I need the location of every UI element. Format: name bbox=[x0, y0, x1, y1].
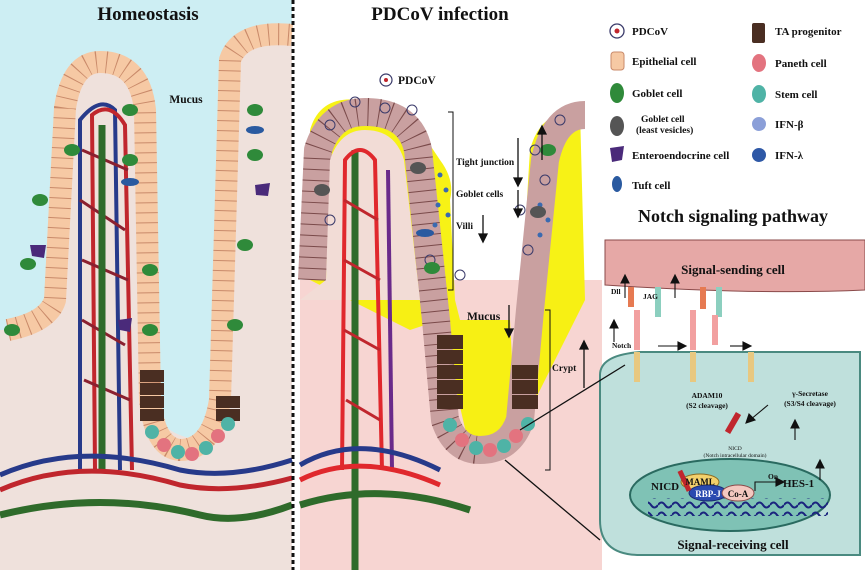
crypt-middle bbox=[437, 335, 538, 457]
adam10-sub-label: (S2 cleavage) bbox=[686, 401, 728, 410]
legend-enteroendocrine-cell-icon bbox=[610, 146, 624, 162]
legend-epithelial-cell-icon bbox=[610, 51, 625, 71]
legend-stem-cell-icon bbox=[752, 85, 766, 103]
mucus-label-left: Mucus bbox=[169, 94, 203, 106]
epithelial-cell-borders bbox=[5, 23, 294, 462]
legend-paneth-cell-icon bbox=[752, 54, 766, 72]
change-arrows bbox=[477, 124, 590, 388]
legend-ifn-beta-icon bbox=[752, 117, 766, 131]
legend-label-pdcov: PDCoV bbox=[632, 26, 668, 38]
infection-title: PDCoV infection bbox=[371, 4, 509, 25]
legend-pdcov-icon bbox=[609, 23, 625, 39]
gamma-secretase-sub-label: (S3/S4 cleavage) bbox=[784, 399, 836, 408]
legend-label-goblet-least: Goblet cell bbox=[641, 115, 685, 125]
enteroendocrine-cells-left bbox=[30, 183, 270, 332]
notch-label: Notch bbox=[612, 341, 632, 350]
nicd-nucleus-label: NICD bbox=[651, 481, 679, 493]
legend-label-ifn-lambda: IFN-λ bbox=[775, 150, 804, 162]
coa-label: Co-A bbox=[728, 489, 749, 499]
nicd-label: NICD bbox=[728, 446, 741, 452]
goblet-cells-label: Goblet cells bbox=[456, 190, 504, 200]
nicd-fragment bbox=[724, 411, 742, 435]
legend: PDCoV Epithelial cell Goblet cell Goblet… bbox=[609, 23, 842, 192]
pdcov-virus-icon bbox=[379, 73, 393, 87]
transcription-complex bbox=[677, 469, 755, 502]
legend-label-goblet-least-sub: (least vesicles) bbox=[636, 125, 693, 136]
on-label: On bbox=[768, 472, 779, 481]
villus-vessels-left bbox=[0, 102, 294, 522]
maml-label: MAML bbox=[685, 477, 715, 487]
legend-goblet-least-vesicles-icon bbox=[610, 116, 624, 136]
homeostasis-panel: Homeostasis Mucus bbox=[0, 0, 294, 570]
mucus-label-middle: Mucus bbox=[467, 311, 501, 323]
notch-pathway: Notch signaling pathway Signal-sending c… bbox=[504, 206, 865, 556]
ifn-dots-middle bbox=[432, 172, 551, 238]
notch-ligands bbox=[628, 287, 722, 317]
homeostasis-title: Homeostasis bbox=[97, 4, 198, 25]
legend-label-ta-progenitor: TA progenitor bbox=[775, 26, 842, 38]
dll-label: Dll bbox=[611, 287, 621, 296]
legend-label-goblet-cell: Goblet cell bbox=[632, 88, 682, 100]
villi-label: Villi bbox=[456, 222, 473, 232]
legend-label-stem-cell: Stem cell bbox=[775, 89, 817, 101]
tuft-cells-left bbox=[121, 126, 264, 186]
legend-label-ifn-beta: IFN-β bbox=[775, 119, 804, 131]
legend-ta-progenitor-icon bbox=[752, 23, 765, 43]
gamma-secretase-label: γ-Secretase bbox=[791, 389, 829, 398]
signal-sending-cell-label: Signal-sending cell bbox=[681, 262, 785, 277]
legend-label-tuft-cell: Tuft cell bbox=[632, 180, 670, 192]
legend-tuft-cell-icon bbox=[612, 176, 622, 192]
goblet-cells-left bbox=[4, 104, 263, 336]
hes1-label: HES-1 bbox=[783, 478, 814, 490]
legend-label-paneth-cell: Paneth cell bbox=[775, 58, 827, 70]
crypt-label: Crypt bbox=[552, 364, 577, 374]
infection-panel: PDCoV infection PDCoV Tight junction Gob… bbox=[297, 0, 602, 570]
notch-arrows bbox=[609, 273, 825, 491]
pdcov-label-middle: PDCoV bbox=[398, 75, 436, 87]
dna-strand bbox=[648, 498, 828, 516]
goblet-cells-middle bbox=[314, 144, 556, 274]
crypt-left bbox=[140, 370, 240, 461]
legend-ifn-lambda-icon bbox=[752, 148, 766, 162]
pdcov-particles-middle bbox=[324, 96, 566, 281]
signal-receiving-cell-label: Signal-receiving cell bbox=[677, 537, 789, 552]
jag-label: JAG bbox=[643, 292, 658, 301]
legend-goblet-cell-icon bbox=[610, 83, 624, 103]
tight-junction-label: Tight junction bbox=[456, 158, 515, 168]
zoom-connectors bbox=[504, 364, 626, 541]
villus-vessels-middle bbox=[298, 148, 472, 570]
tuft-cell-middle bbox=[416, 229, 434, 237]
legend-label-epithelial-cell: Epithelial cell bbox=[632, 56, 696, 68]
adam10-label: ADAM10 bbox=[692, 391, 723, 400]
rbpj-label: RBP-J bbox=[695, 489, 721, 499]
nicd-sub-label: (Notch intracellular domain) bbox=[704, 452, 767, 459]
villus-annotation-bracket bbox=[448, 111, 551, 471]
notch-receptors bbox=[634, 310, 754, 382]
notch-title: Notch signaling pathway bbox=[638, 206, 828, 226]
legend-label-enteroendocrine-cell: Enteroendocrine cell bbox=[632, 150, 729, 162]
